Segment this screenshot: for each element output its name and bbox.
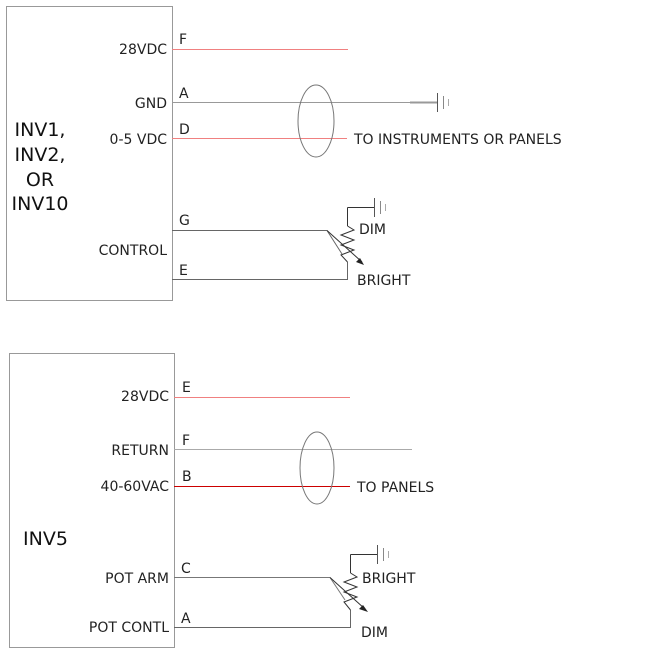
destination-label: TO INSTRUMENTS OR PANELS <box>353 132 562 148</box>
title: INV5 <box>23 528 68 550</box>
wire-control-g <box>172 230 343 255</box>
pin-label-40-60vac: 40-60VAC <box>101 479 170 495</box>
pin-letter: D <box>179 122 190 138</box>
pin-letter: E <box>182 380 191 396</box>
diagram-inv5: INV5 28VDC E RETURN F 40-60VAC B TO PANE… <box>9 353 434 648</box>
ground-icon <box>437 93 449 112</box>
pin-label-28vdc: 28VDC <box>121 389 169 405</box>
diagram-inv1: INV1, INV2, OR INV10 28VDC F GND A 0-5 V… <box>6 6 562 301</box>
pin-letter: B <box>182 469 192 485</box>
pin-label-return: RETURN <box>111 443 169 459</box>
pin-letter: A <box>181 611 191 627</box>
pin-letter: E <box>179 263 188 279</box>
destination-label: TO PANELS <box>356 480 434 496</box>
pot-label-bright: BRIGHT <box>362 571 416 587</box>
pin-label-control: CONTROL <box>99 243 168 259</box>
title-line: INV10 <box>12 193 69 215</box>
pin-letter: C <box>181 561 191 577</box>
pot-label-dim: DIM <box>359 222 386 238</box>
wire-control-e <box>172 262 348 280</box>
potentiometer-icon <box>326 198 386 265</box>
pot-label-bright: BRIGHT <box>357 273 411 289</box>
inverter-box <box>9 353 175 648</box>
potentiometer-icon <box>329 545 389 612</box>
pin-letter: F <box>182 433 190 449</box>
title-line: INV2, <box>15 144 66 166</box>
pin-letter: F <box>179 32 187 48</box>
shield-ellipse <box>299 431 335 505</box>
wire-pot-arm <box>174 577 346 601</box>
pin-label-28vdc: 28VDC <box>119 42 167 58</box>
pin-letter: A <box>179 86 189 102</box>
pin-label-pot-arm: POT ARM <box>105 571 169 587</box>
shield-ellipse <box>297 84 335 158</box>
title-line: INV1, <box>15 119 66 141</box>
title-line: OR <box>26 169 54 191</box>
wire-pot-contl <box>174 610 351 628</box>
pot-label-dim: DIM <box>361 625 388 641</box>
pin-letter: G <box>179 213 190 229</box>
pin-label-gnd: GND <box>135 96 167 112</box>
pin-label-0-5vdc: 0-5 VDC <box>110 132 168 148</box>
inverter-box <box>6 6 173 301</box>
pin-label-pot-contl: POT CONTL <box>89 620 169 636</box>
